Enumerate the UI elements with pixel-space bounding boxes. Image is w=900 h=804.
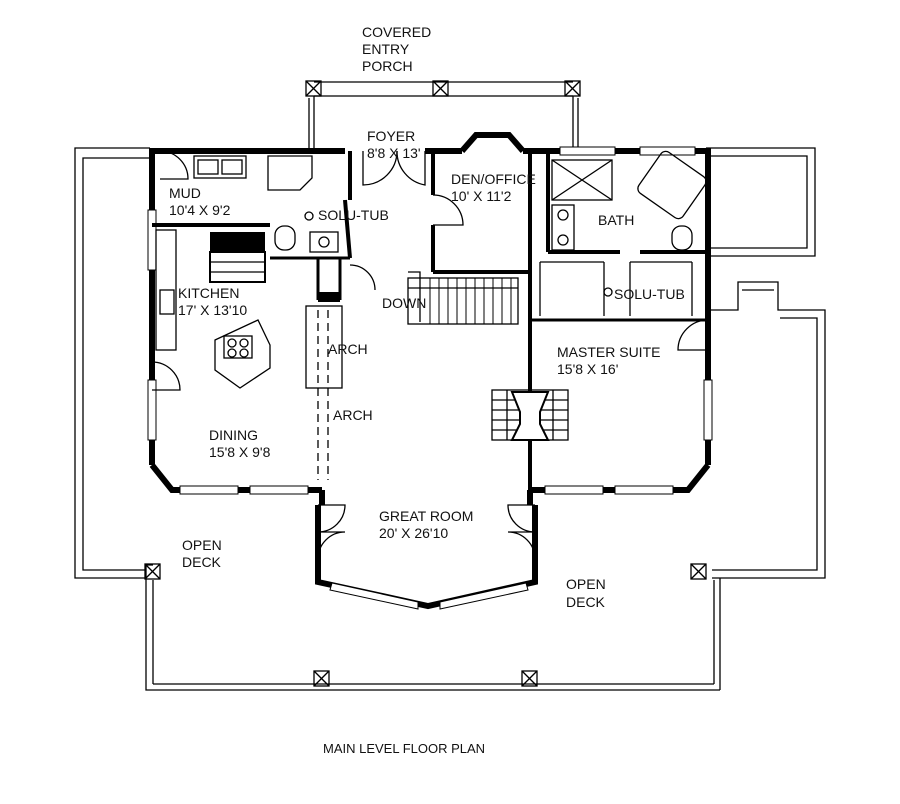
master-name: MASTER SUITE xyxy=(557,344,660,360)
dining-size: 15'8 X 9'8 xyxy=(209,444,271,460)
right-deck-label: OPEN xyxy=(566,576,606,592)
den-name: DEN/OFFICE xyxy=(451,171,536,187)
down-label: DOWN xyxy=(382,295,426,311)
foyer-size: 8'8 X 13' xyxy=(367,145,421,161)
mud-size: 10'4 X 9'2 xyxy=(169,202,231,218)
solu-tub-marker xyxy=(603,287,613,297)
solu-tub-label: SOLU-TUB xyxy=(614,286,685,302)
right-open-deck xyxy=(706,147,826,690)
foyer-name: FOYER xyxy=(367,128,415,144)
windows xyxy=(147,146,713,610)
bath-name: BATH xyxy=(598,212,634,228)
deck-post xyxy=(313,670,330,687)
svg-text:ENTRY: ENTRY xyxy=(362,41,410,57)
great-room-size: 20' X 26'10 xyxy=(379,525,448,541)
porch-post xyxy=(432,80,449,97)
solu-tub-marker xyxy=(304,211,314,221)
great-room-name: GREAT ROOM xyxy=(379,508,473,524)
arch-openings xyxy=(305,305,343,480)
left-open-deck xyxy=(74,147,720,691)
mud-fixtures xyxy=(193,155,339,253)
porch-post xyxy=(305,80,322,97)
plan-title: MAIN LEVEL FLOOR PLAN xyxy=(323,741,485,756)
arch-label: ARCH xyxy=(333,407,373,423)
doors xyxy=(151,150,709,560)
den-size: 10' X 11'2 xyxy=(451,188,512,204)
dining-name: DINING xyxy=(209,427,258,443)
right-deck-label: DECK xyxy=(566,594,606,610)
left-deck-label: DECK xyxy=(182,554,222,570)
arch-label: ARCH xyxy=(328,341,368,357)
kitchen-name: KITCHEN xyxy=(178,285,239,301)
porch-label: COVERED ENTRY PORCH xyxy=(362,24,431,74)
fireplace xyxy=(491,389,569,441)
master-size: 15'8 X 16' xyxy=(557,361,618,377)
svg-text:PORCH: PORCH xyxy=(362,58,413,74)
deck-post xyxy=(521,670,538,687)
svg-text:COVERED: COVERED xyxy=(362,24,431,40)
bath-fixtures xyxy=(551,150,707,251)
covered-entry-porch xyxy=(305,80,581,148)
solu-tub-label: SOLU-TUB xyxy=(318,207,389,223)
deck-post xyxy=(690,563,707,580)
kitchen-size: 17' X 13'10 xyxy=(178,302,247,318)
porch-post xyxy=(564,80,581,97)
left-deck-label: OPEN xyxy=(182,537,222,553)
mud-name: MUD xyxy=(169,185,201,201)
kitchen-counters xyxy=(155,229,266,351)
staircase xyxy=(407,271,519,325)
deck-post xyxy=(144,563,161,580)
kitchen-island xyxy=(214,319,271,389)
